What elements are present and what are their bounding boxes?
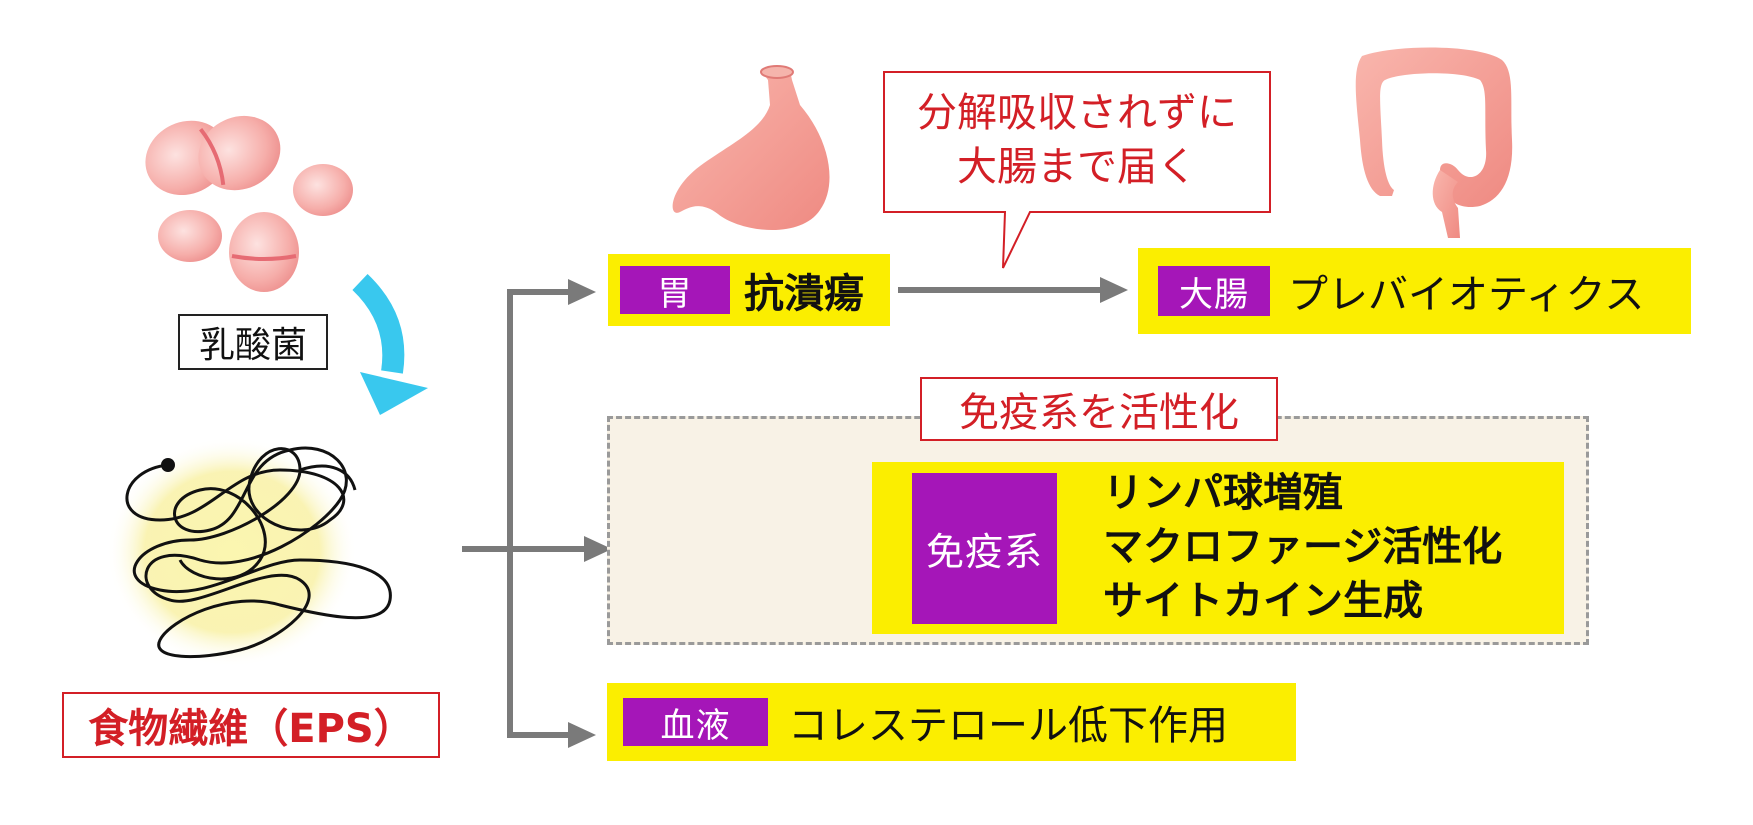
callout-line-1: 分解吸収されずに [917, 90, 1237, 136]
arrowhead-intestine [1100, 277, 1128, 303]
blood-effect: コレステロール低下作用 [788, 703, 1228, 749]
intestine-effect: プレバイオティクス [1288, 272, 1645, 318]
stomach-effect: 抗潰瘍 [744, 271, 864, 317]
immune-effect-item: リンパ球増殖 [1103, 470, 1343, 516]
blood-tag: 血液 [623, 698, 768, 746]
branch-connectors [462, 287, 1104, 738]
arrowhead-blood [568, 722, 596, 748]
arrowheads [568, 277, 1128, 748]
immune-effect-item: サイトカイン生成 [1103, 578, 1423, 624]
eps-fiber-tangle-icon [107, 437, 392, 667]
stomach-effect-box: 胃 抗潰瘍 [608, 254, 890, 326]
stomach-tag: 胃 [620, 266, 730, 314]
immune-effect-item: マクロファージ活性化 [1103, 524, 1503, 570]
bacteria-label: 乳酸菌 [178, 314, 328, 370]
cyan-curved-arrow-icon [352, 274, 428, 415]
intestine-tag: 大腸 [1158, 266, 1270, 316]
callout-text: 分解吸収されずに 大腸まで届く [884, 86, 1270, 194]
immune-activate-heading: 免疫系を活性化 [920, 377, 1278, 441]
blood-effect-box: 血液 コレステロール低下作用 [607, 683, 1296, 761]
intestine-effect-box: 大腸 プレバイオティクス [1138, 248, 1691, 334]
immune-tag: 免疫系 [912, 473, 1057, 624]
arrowhead-stomach [568, 279, 596, 305]
callout-line-2: 大腸まで届く [957, 144, 1197, 190]
callout-bubble [883, 71, 1271, 269]
fiber-label: 食物繊維（EPS） [62, 692, 440, 758]
immune-effect-list: リンパ球増殖 マクロファージ活性化 サイトカイン生成 [1103, 466, 1502, 628]
lactic-bacteria-icon [145, 115, 353, 292]
arrowhead-immune [584, 536, 612, 562]
stomach-icon [672, 65, 830, 231]
large-intestine-icon [1355, 47, 1513, 238]
